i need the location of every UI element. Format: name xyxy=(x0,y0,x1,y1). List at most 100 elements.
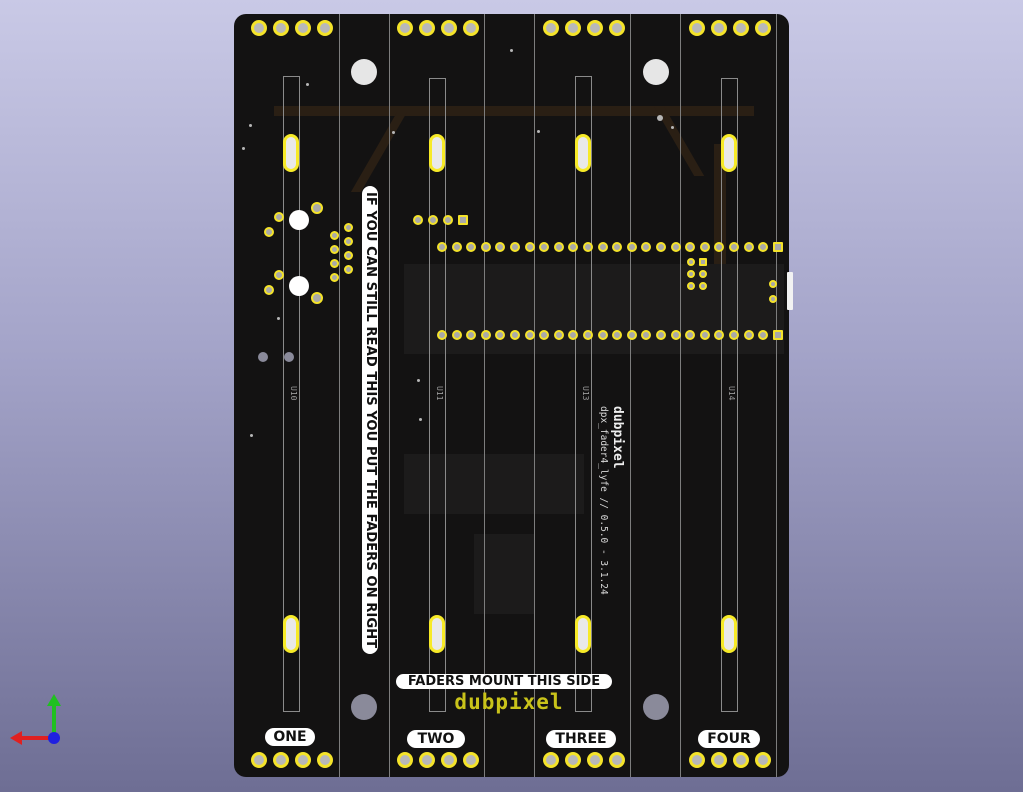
header-pad xyxy=(711,752,727,768)
connector-hole xyxy=(289,210,309,230)
mcu-pin xyxy=(729,242,739,252)
mcu-aux-pad xyxy=(687,270,695,278)
cut-line xyxy=(680,14,681,777)
cut-line xyxy=(776,14,777,777)
mcu-pin xyxy=(524,242,535,252)
mcu-pin xyxy=(612,330,623,340)
mcu-pin xyxy=(699,330,710,340)
mcu-pin xyxy=(743,330,754,340)
mcu-pin xyxy=(714,330,725,340)
connector-pin xyxy=(264,227,274,237)
connector-hole xyxy=(289,276,309,296)
debug-header-pin xyxy=(443,215,453,225)
mcu-pin xyxy=(510,330,520,340)
mcu-pin xyxy=(641,242,652,252)
connector-pin xyxy=(344,223,353,232)
mcu-pin xyxy=(685,330,696,340)
debug-header-pin xyxy=(458,215,468,225)
channel-label-one: ONE xyxy=(265,728,315,746)
brand-logo: dubpixel xyxy=(454,690,564,714)
header-pad xyxy=(689,752,705,768)
mcu-pin xyxy=(772,242,783,252)
mcu-pin xyxy=(495,242,506,252)
mcu-pin xyxy=(553,330,564,340)
mcu-pin xyxy=(539,242,550,252)
header-pad xyxy=(755,20,771,36)
mcu-pin xyxy=(772,330,783,340)
y-axis-arrow-icon xyxy=(47,694,61,706)
via xyxy=(417,379,420,382)
mcu-pin xyxy=(670,330,681,340)
header-pad xyxy=(711,20,727,36)
header-pad xyxy=(441,752,457,768)
header-pad xyxy=(755,752,771,768)
copper-trace xyxy=(274,106,754,116)
mcu-aux-pad xyxy=(687,282,695,290)
connector-pin xyxy=(274,270,284,280)
via-large xyxy=(258,352,268,362)
header-pad xyxy=(295,20,311,36)
header-pad xyxy=(273,752,289,768)
refdes-u10: U10 xyxy=(289,386,298,401)
channel-label-two: TWO xyxy=(407,730,465,748)
mcu-pin xyxy=(524,330,535,340)
connector-pin xyxy=(344,251,353,260)
via xyxy=(249,124,252,127)
header-pad xyxy=(543,752,559,768)
via xyxy=(537,130,540,133)
via-large xyxy=(284,352,294,362)
axis-gizmo-icon[interactable] xyxy=(8,692,78,762)
fader-slot-2 xyxy=(429,78,446,712)
fader-mount-pad xyxy=(429,615,445,653)
channel-label-three: THREE xyxy=(546,730,616,748)
mcu-pin xyxy=(437,330,447,340)
header-pad xyxy=(689,20,705,36)
fader-mount-pad xyxy=(575,134,591,172)
via xyxy=(392,131,395,134)
mcu-pin xyxy=(743,242,754,252)
mcu-pin xyxy=(758,242,769,252)
cut-line xyxy=(484,14,485,777)
mcu-pin xyxy=(451,330,462,340)
fader-mount-pad xyxy=(721,134,737,172)
fader-mount-pad xyxy=(283,615,299,653)
refdes-u13: U13 xyxy=(581,386,590,401)
connector-pin xyxy=(311,202,323,214)
mcu-pin xyxy=(510,242,520,252)
fader-mount-pad xyxy=(429,134,445,172)
header-pad xyxy=(463,752,479,768)
mounting-hole xyxy=(643,694,669,720)
header-pad xyxy=(251,752,267,768)
header-pad xyxy=(733,20,749,36)
header-pad xyxy=(587,20,603,36)
mcu-pin xyxy=(626,242,637,252)
mcu-pin xyxy=(685,242,696,252)
header-pad xyxy=(397,752,413,768)
connector-pin xyxy=(344,237,353,246)
mcu-pin xyxy=(568,330,579,340)
connector-pin xyxy=(330,259,339,268)
mcu-pin xyxy=(626,330,637,340)
connector-pin xyxy=(344,265,353,274)
mounting-hole xyxy=(351,694,377,720)
header-pad xyxy=(419,20,435,36)
header-pad xyxy=(419,752,435,768)
mcu-pin xyxy=(597,242,608,252)
header-pad xyxy=(273,20,289,36)
mcu-pin xyxy=(729,330,739,340)
copper-trace xyxy=(350,112,408,192)
header-pad xyxy=(587,752,603,768)
mcu-aux-pad xyxy=(699,258,707,266)
brand-small-silkscreen: dubpixel xyxy=(610,406,625,469)
via xyxy=(657,115,663,121)
mcu-pin xyxy=(597,330,608,340)
fader-mount-pad xyxy=(721,615,737,653)
faders-mount-label: FADERS MOUNT THIS SIDE xyxy=(396,674,612,689)
mcu-aux-pad xyxy=(699,270,707,278)
header-pad xyxy=(565,20,581,36)
via xyxy=(242,147,245,150)
mcu-pin xyxy=(656,330,666,340)
fader-slot-3 xyxy=(575,76,592,712)
debug-header-pin xyxy=(413,215,423,225)
mcu-pin xyxy=(670,242,681,252)
